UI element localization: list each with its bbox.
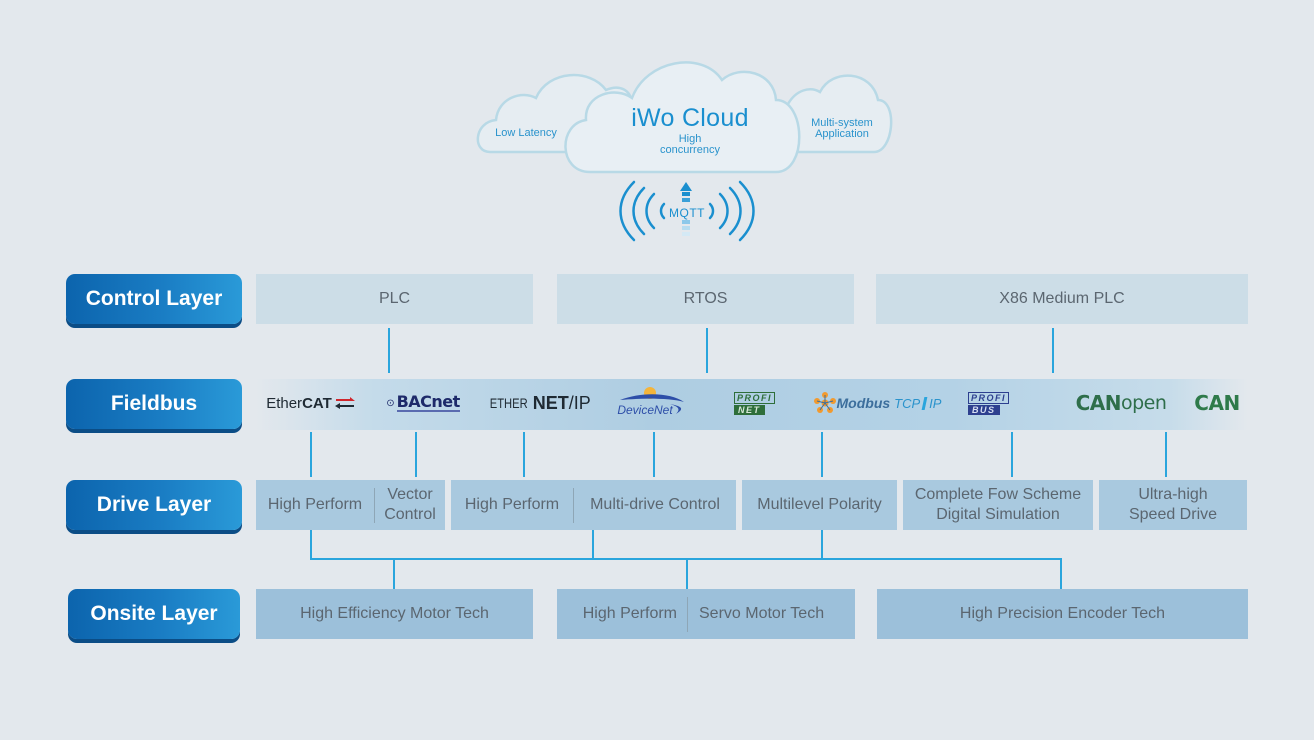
drive-box-line1: Complete Fow Scheme	[914, 486, 1082, 503]
ethercat-arrows-icon	[334, 397, 355, 409]
control-box-label: PLC	[378, 290, 411, 307]
drive-box-right-label: Multi-drive Control	[590, 496, 720, 513]
control-box-rtos[interactable]: RTOS	[557, 274, 854, 324]
upload-arrow-icon	[680, 182, 692, 191]
cloud-right-label: Multi-system Application	[800, 118, 884, 140]
connector-line	[310, 530, 312, 559]
drive-box-line1: Ultra-high	[1138, 486, 1208, 503]
can-logo[interactable]: CAN	[1192, 388, 1242, 418]
divider	[687, 596, 688, 632]
control-box-label: X86 Medium PLC	[999, 290, 1125, 307]
mqtt-label: MQTT	[669, 206, 705, 220]
cloud-right-line1: Multi-system	[811, 117, 873, 129]
cloud-title: iWo Cloud	[631, 104, 749, 132]
profibus-logo[interactable]: PROFI BUS	[968, 388, 1032, 418]
ethernet-text-a: ETHER	[490, 395, 528, 411]
bacnet-logo[interactable]: ⊙ BACnet	[383, 388, 463, 418]
profinet-text-a: PROFI	[734, 391, 776, 404]
control-box-label: RTOS	[683, 290, 728, 307]
drive-box-left-label: High Perform	[464, 496, 560, 513]
connector-line	[592, 530, 594, 559]
cloud-icon	[476, 61, 893, 174]
control-layer-button[interactable]: Control Layer	[66, 274, 242, 324]
canopen-text-a: CAN	[1075, 391, 1122, 415]
ethercat-text-b: CAT	[302, 394, 332, 412]
onsite-box-servo-motor[interactable]: High Perform Servo Motor Tech	[557, 589, 855, 639]
connector-line	[653, 432, 655, 477]
onsite-box-label: High Precision Encoder Tech	[959, 605, 1166, 622]
onsite-box-encoder-tech[interactable]: High Precision Encoder Tech	[877, 589, 1248, 639]
bacnet-text: BACnet	[396, 392, 460, 412]
devicenet-text: DeviceNet	[617, 403, 673, 417]
profinet-text-b: NET	[734, 404, 765, 415]
bacnet-circle-icon: ⊙	[386, 397, 395, 409]
connector-line	[1052, 328, 1054, 373]
cloud-right-line2: Application	[815, 128, 869, 140]
drive-layer-button[interactable]: Drive Layer	[66, 480, 242, 530]
profinet-logo[interactable]: PROFI NET	[734, 388, 798, 418]
connector-line	[686, 558, 688, 589]
drive-box-right-line2: Control	[384, 506, 436, 523]
ethernet-text-b: NET	[532, 392, 569, 413]
drive-box-left-label: High Perform	[267, 496, 363, 513]
modbus-ip-text: IP	[929, 395, 942, 411]
devicenet-logo[interactable]: DeviceNet	[610, 387, 692, 418]
drive-box-right-label: Vector Control	[375, 480, 445, 530]
drive-box-label: Multilevel Polarity	[757, 496, 882, 513]
connector-line	[706, 328, 708, 373]
drive-box-high-perform-multidrive[interactable]: High Perform Multi-drive Control	[451, 480, 736, 530]
drive-box-line2: Speed Drive	[1128, 506, 1218, 523]
canopen-text-b: open	[1120, 392, 1167, 414]
drive-box-line2: Digital Simulation	[936, 506, 1060, 523]
cloud-subtitle-line1: High	[678, 133, 702, 145]
fieldbus-button[interactable]: Fieldbus	[66, 379, 242, 429]
cloud-subtitle: High concurrency	[620, 134, 760, 156]
connector-line	[310, 432, 312, 477]
ethernet-text-c: /IP	[568, 392, 591, 413]
connector-line	[1011, 432, 1013, 477]
divider	[374, 487, 375, 523]
onsite-box-right-label: Servo Motor Tech	[699, 605, 825, 622]
connector-line	[1060, 558, 1062, 589]
connector-line	[523, 432, 525, 477]
profibus-text-a: PROFI	[968, 391, 1010, 404]
ethercat-text-a: Ether	[266, 394, 303, 412]
onsite-layer-button[interactable]: Onsite Layer	[68, 589, 240, 639]
onsite-box-motor-tech[interactable]: High Efficiency Motor Tech	[256, 589, 533, 639]
onsite-box-label: High Efficiency Motor Tech	[300, 605, 489, 622]
modbus-slash	[921, 396, 928, 410]
can-text: CAN	[1194, 391, 1240, 415]
profibus-text-b: BUS	[968, 404, 1000, 415]
connector-line	[821, 530, 823, 559]
cloud-subtitle-line2: concurrency	[660, 144, 720, 156]
connector-line	[393, 558, 395, 589]
modbus-tcp-ip-logo[interactable]: Modbus TCP IP	[812, 388, 942, 418]
divider	[573, 487, 574, 523]
onsite-box-left-label: High Perform	[582, 605, 677, 622]
cloud-left-label: Low Latency	[495, 127, 557, 139]
control-box-plc[interactable]: PLC	[256, 274, 533, 324]
connector-line	[388, 328, 390, 373]
main-cloud-shape	[564, 61, 801, 174]
drive-box-flow-scheme[interactable]: Complete Fow Scheme Digital Simulation	[903, 480, 1093, 530]
drive-box-ultra-high-speed[interactable]: Ultra-high Speed Drive	[1099, 480, 1247, 530]
connector-line	[821, 432, 823, 477]
modbus-network-icon	[813, 392, 836, 413]
wireless-signal-icon	[619, 180, 755, 242]
connector-line	[1165, 432, 1167, 477]
devicenet-swoosh-icon	[620, 387, 684, 414]
modbus-text: Modbus	[836, 395, 891, 411]
drive-box-multilevel-polarity[interactable]: Multilevel Polarity	[742, 480, 897, 530]
connector-line	[415, 432, 417, 477]
modbus-tcp-text: TCP	[894, 395, 921, 411]
drive-box-high-perform-vector[interactable]: High Perform Vector Control	[256, 480, 445, 530]
control-box-x86-plc[interactable]: X86 Medium PLC	[876, 274, 1248, 324]
drive-box-right-line1: Vector	[387, 486, 433, 503]
right-cloud-shape	[786, 74, 893, 154]
